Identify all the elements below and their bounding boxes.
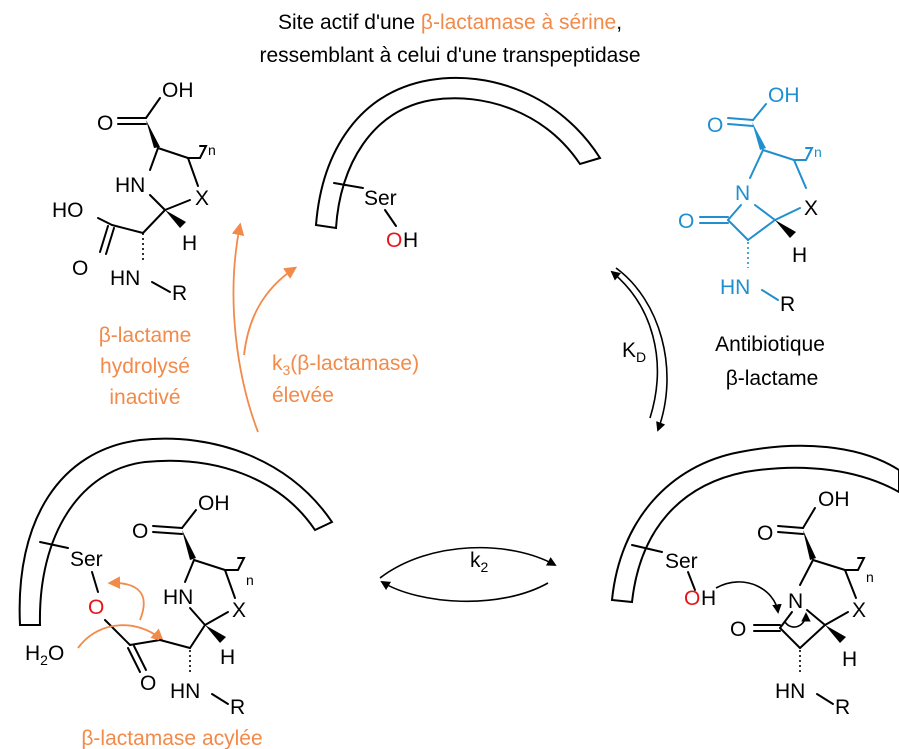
atom-hn-4: HN <box>163 586 193 609</box>
o-bl: O <box>88 596 104 619</box>
atom-hn-5: HN <box>170 680 200 703</box>
arrow-k2-back <box>380 581 549 603</box>
wedge-4 <box>775 220 796 238</box>
atom-oh-4: OH <box>818 488 850 511</box>
enzyme-bottom-left: Ser O O H2O OH O n X HN H HN R <box>18 437 334 719</box>
title-line-2: ressemblant à celui d'une transpeptidase <box>259 44 640 67</box>
label-k3-line1: k3(β-lactamase) <box>272 352 419 378</box>
atom-hn-6: HN <box>775 680 805 703</box>
sub-n-1: n <box>208 142 216 158</box>
atom-h-3: H <box>220 646 235 669</box>
molecule-antibiotic: OH O n X N O H HN R <box>678 84 822 316</box>
wedge-8 <box>825 625 846 643</box>
label-k3-line2: élevée <box>272 384 334 407</box>
atom-h-4: H <box>842 648 857 671</box>
pocket-bottom-right <box>610 444 899 604</box>
label-k2: k2 <box>470 549 489 575</box>
molecule-hydrolysed: OH O n X HN H HO O HN R <box>52 79 216 305</box>
atom-r-3: R <box>230 696 245 719</box>
atom-o-5: O <box>132 520 148 543</box>
arrow-k3-left <box>231 222 259 433</box>
atom-r-1: R <box>172 282 187 305</box>
atom-h-2: H <box>792 244 807 267</box>
atom-n-1: N <box>735 182 750 205</box>
atom-hn-2: HN <box>110 267 140 290</box>
atom-oh-2: OH <box>768 84 800 107</box>
atom-r-4: R <box>835 696 850 719</box>
sub-n-3: n <box>246 572 254 588</box>
label-antibiotic-2: β-lactame <box>726 367 819 390</box>
atom-x-2: X <box>804 197 818 220</box>
arrow-ser-attack <box>715 581 782 614</box>
wedge-3 <box>752 122 766 150</box>
arrow-water-attack <box>77 624 164 649</box>
enzyme-top: Ser O H <box>314 76 602 252</box>
ser-bl: Ser <box>70 548 103 571</box>
arrow-k2-forward <box>379 546 557 579</box>
wedge-1 <box>146 120 160 148</box>
atom-n-2: N <box>788 590 803 613</box>
enzyme-bottom-right: Ser O H OH O n X N O H HN R <box>610 444 899 719</box>
label-hydrolysed-1: β-lactame <box>99 324 192 347</box>
atom-o-7: O <box>730 618 746 641</box>
atom-hn-3: HN <box>720 276 750 299</box>
label-acyl: β-lactamase acylée <box>81 727 262 749</box>
label-antibiotic-1: Antibiotique <box>715 333 825 356</box>
atom-o-6: O <box>757 522 773 545</box>
ser-top: Ser <box>364 187 397 210</box>
atom-x-3: X <box>232 599 246 622</box>
pocket-bottom-left <box>18 437 334 626</box>
label-hydrolysed-2: hydrolysé <box>100 355 190 378</box>
atom-o-2: O <box>72 257 88 280</box>
o-bl-2: O <box>140 672 156 695</box>
arrow-ring-open <box>784 612 811 628</box>
atom-x-1: X <box>195 187 209 210</box>
atom-oh-1: OH <box>162 79 194 102</box>
wedge-6 <box>205 625 226 643</box>
atom-o-3: O <box>707 114 723 137</box>
wedge-7 <box>803 530 816 560</box>
pocket-top <box>314 76 602 230</box>
atom-r-2: R <box>780 293 795 316</box>
o-br: O <box>684 587 700 610</box>
atom-hn-1: HN <box>115 174 145 197</box>
arrow-kd-back <box>610 270 659 419</box>
atom-o-1: O <box>97 112 113 135</box>
arrow-kd-forward <box>615 267 668 432</box>
atom-x-4: X <box>852 599 866 622</box>
label-hydrolysed-3: inactivé <box>109 386 180 409</box>
title-highlight: β-lactamase à sérine <box>421 11 616 34</box>
sub-n-2: n <box>814 144 822 160</box>
o-top: O <box>386 229 402 252</box>
h2o: H2O <box>25 642 64 668</box>
arrow-o-return <box>107 576 145 621</box>
title-line-1: Site actif d'une β-lactamase à sérine, <box>278 11 622 34</box>
wedge-5 <box>182 530 196 560</box>
atom-h-1: H <box>182 232 197 255</box>
atom-ho-1: HO <box>52 199 84 222</box>
wedge-2 <box>165 210 186 228</box>
h-br: H <box>701 587 716 610</box>
atom-oh-3: OH <box>198 492 230 515</box>
atom-o-4: O <box>678 210 694 233</box>
sub-n-4: n <box>866 569 874 585</box>
h-top: H <box>403 229 418 252</box>
ser-br: Ser <box>665 550 698 573</box>
label-kd: KD <box>622 339 646 365</box>
arrow-k3-right <box>243 266 298 356</box>
